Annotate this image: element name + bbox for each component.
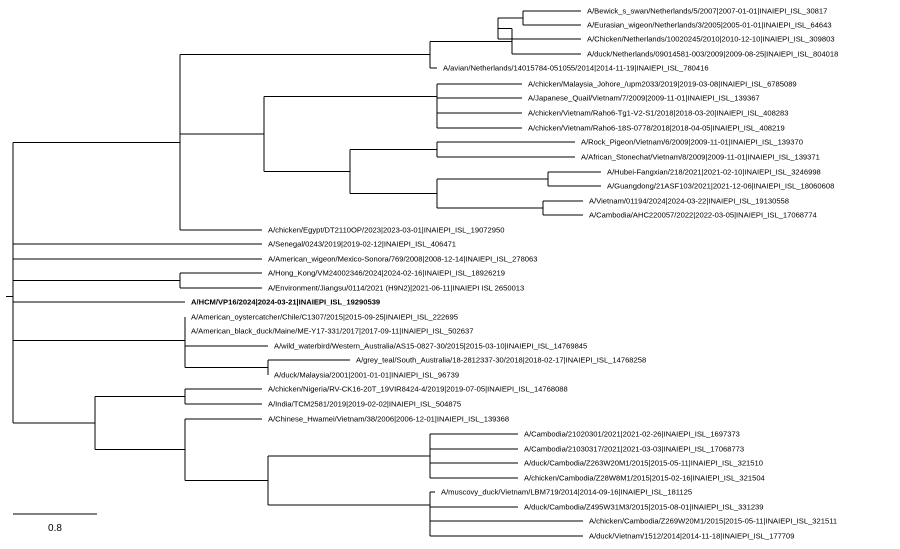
taxon-label: A/wild_waterbird/Western_Australia/AS15-…	[274, 342, 587, 351]
taxon-label: A/muscovy_duck/Vietnam/LBM719/2014|2014-…	[441, 488, 692, 497]
taxon-label: A/HCM/VP16/2024|2024-03-21|INAIEPI_ISL_1…	[191, 298, 380, 307]
taxon-label: A/American_oystercatcher/Chile/C1307/201…	[191, 313, 458, 322]
taxon-label: A/duck/Malaysia/2001|2001-01-01|INAIEPI_…	[274, 371, 459, 380]
taxon-label: A/duck/Cambodia/Z263W20M1/2015|2015-05-1…	[524, 459, 763, 468]
taxon-label: A/Japanese_Quail/Vietnam/7/2009|2009-11-…	[528, 94, 760, 103]
taxon-label: A/chicken/Egypt/DT2110OP/2023|2023-03-01…	[268, 226, 504, 235]
taxon-label: A/Bewick_s_swan/Netherlands/5/2007|2007-…	[587, 7, 827, 16]
taxon-label: A/chicken/Cambodia/Z269W20M1/2015|2015-0…	[589, 517, 837, 526]
taxon-label: A/chicken/Malaysia_Johore_/upm2033/2019|…	[528, 80, 797, 89]
taxon-label: A/grey_teal/South_Australia/18-2812337-3…	[356, 356, 646, 365]
taxon-label: A/duck/Netherlands/09014581-003/2009|200…	[587, 50, 838, 59]
taxon-label: A/Hubei-Fangxian/218/2021|2021-02-10|INA…	[607, 168, 821, 177]
taxon-label: A/Senegal/0243/2019|2019-02-12|INAIEPI_I…	[268, 240, 456, 249]
taxon-label: A/Rock_Pigeon/Vietnam/6/2009|2009-11-01|…	[581, 138, 803, 147]
taxon-label: A/Chicken/Netherlands/10020245/2010|2010…	[587, 35, 835, 44]
taxon-label: A/Eurasian_wigeon/Netherlands/3/2005|200…	[587, 21, 832, 30]
taxon-label: A/Hong_Kong/VM24002346/2024|2024-02-16|I…	[268, 269, 505, 278]
taxon-label: A/duck/Vietnam/1512/2014|2014-11-18|INAI…	[589, 532, 794, 541]
taxon-label: A/American_black_duck/Maine/ME-Y17-331/2…	[191, 327, 473, 336]
taxon-label: A/chicken/Cambodia/Z28W8M1/2015|2015-02-…	[524, 474, 765, 483]
taxon-label: A/Cambodia/AHC220057/2022|2022-03-05|INA…	[589, 211, 817, 220]
scale-bar-label: 0.8	[48, 523, 62, 534]
taxon-label: A/chicken/Vietnam/Raho6-Tg1-V2-S1/2018|2…	[528, 109, 788, 118]
taxon-label: A/avian/Netherlands/14015784-051055/2014…	[443, 64, 709, 73]
taxon-label: A/chicken/Nigeria/RV-CK16-20T_19VIR8424-…	[268, 385, 568, 394]
taxon-label: A/Cambodia/21030317/2021|2021-03-03|INAI…	[524, 445, 744, 454]
taxon-label: A/African_Stonechat/Vietnam/8/2009|2009-…	[581, 153, 820, 162]
taxon-label: A/Environment/Jiangsu/0114/2021 (H9N2)|2…	[268, 284, 524, 293]
taxon-label: A/duck/Cambodia/Z495W31M3/2015|2015-08-0…	[524, 503, 764, 512]
taxon-label: A/India/TCM2581/2019|2019-02-02|INAIEPI_…	[268, 400, 461, 409]
taxon-label: A/Cambodia/21020301/2021|2021-02-26|INAI…	[524, 430, 740, 439]
taxon-label: A/Guangdong/21ASF103/2021|2021-12-06|INA…	[607, 182, 834, 191]
taxon-label: A/chicken/Vietnam/Raho6-18S-0778/2018|20…	[528, 124, 785, 133]
taxon-label: A/Chinese_Hwamei/Vietnam/38/2006|2006-12…	[268, 415, 509, 424]
taxon-label: A/Vietnam/01194/2024|2024-03-22|INAIEPI_…	[589, 197, 789, 206]
taxon-label: A/American_wigeon/Mexico-Sonora/769/2008…	[268, 255, 537, 264]
